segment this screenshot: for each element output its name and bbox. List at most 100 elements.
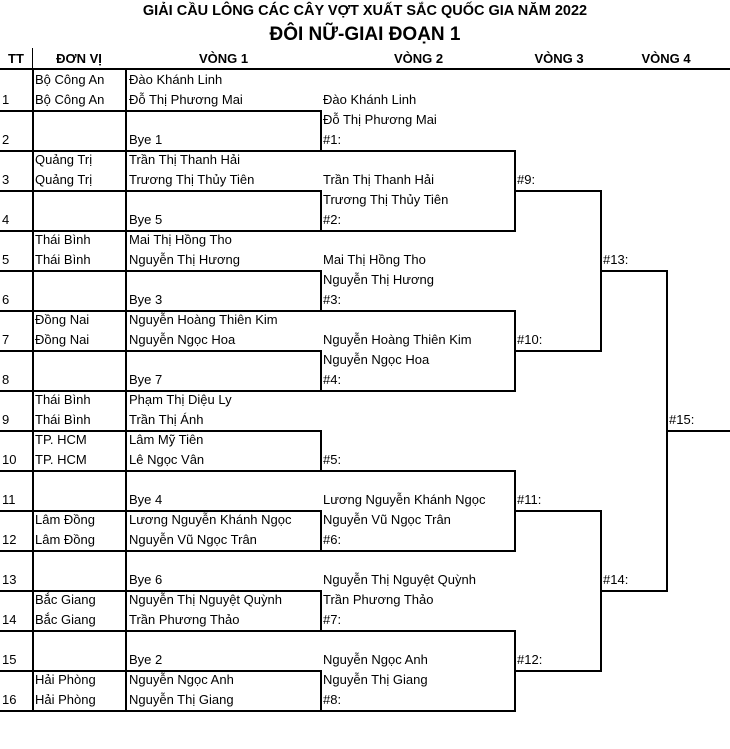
player-name: Nguyễn Thị Hương <box>129 252 240 267</box>
bracket-line <box>320 270 322 312</box>
round-2-player: Nguyễn Thị Giang <box>323 672 428 687</box>
bracket-line <box>600 270 667 272</box>
player-name: Nguyễn Ngọc Anh <box>129 672 234 687</box>
match-label: #9: <box>517 172 536 187</box>
unit-name: Bộ Công An <box>35 92 105 107</box>
bracket-line <box>0 150 321 152</box>
player-name: Lương Nguyễn Khánh Ngọc <box>129 512 292 527</box>
entry-number: 12 <box>2 532 17 547</box>
unit-name: Bắc Giang <box>35 612 96 627</box>
bracket-line <box>514 350 601 352</box>
round-2-player: Đỗ Thị Phương Mai <box>323 112 437 127</box>
bracket-line <box>0 590 321 592</box>
round-2-player: Trương Thị Thủy Tiên <box>323 192 449 207</box>
page-subtitle: ĐÔI NỮ-GIAI ĐOẠN 1 <box>269 24 461 45</box>
bracket-line <box>320 710 515 712</box>
entry-number: 5 <box>2 252 10 267</box>
player-name: Lê Ngọc Vân <box>129 452 205 467</box>
player-name: Lâm Mỹ Tiên <box>129 432 204 447</box>
page-title: GIẢI CẦU LÔNG CÁC CÂY VỢT XUẤT SẮC QUỐC … <box>142 3 588 19</box>
player-name: Bye 2 <box>129 652 163 667</box>
bracket-line <box>320 630 515 632</box>
bracket-line <box>320 230 515 232</box>
bracket-line <box>320 390 515 392</box>
entry-number: 1 <box>2 92 10 107</box>
match-label: #1: <box>323 132 342 147</box>
bracket-line <box>0 270 321 272</box>
match-label: #14: <box>603 572 629 587</box>
round-2-player: Đào Khánh Linh <box>323 92 417 107</box>
bracket-line <box>0 550 321 552</box>
player-name: Bye 1 <box>129 132 163 147</box>
player-name: Nguyễn Hoàng Thiên Kim <box>129 312 278 327</box>
entry-number: 6 <box>2 292 10 307</box>
match-label: #11: <box>517 492 542 507</box>
player-name: Trần Phương Thảo <box>129 612 240 627</box>
bracket-line <box>320 150 515 152</box>
match-label: #8: <box>323 692 342 707</box>
bracket-line <box>0 110 321 112</box>
bracket-line <box>514 190 601 192</box>
bracket-line <box>0 510 321 512</box>
bracket-line <box>0 310 321 312</box>
match-label: #4: <box>323 372 342 387</box>
entry-number: 4 <box>2 212 10 227</box>
match-label: #5: <box>323 452 342 467</box>
bracket-line <box>320 470 515 472</box>
bracket-line <box>320 510 322 552</box>
round-2-player: Nguyễn Hoàng Thiên Kim <box>323 332 472 347</box>
unit-name: Thái Bình <box>35 392 91 407</box>
unit-name: Bộ Công An <box>35 72 105 87</box>
bracket-line <box>32 70 34 710</box>
player-name: Nguyễn Ngọc Hoa <box>129 332 236 347</box>
round-2-player: Nguyễn Ngọc Hoa <box>323 352 430 367</box>
header-round-1: VÒNG 1 <box>198 51 249 66</box>
bracket-line <box>320 310 515 312</box>
player-name: Bye 3 <box>129 292 163 307</box>
bracket-line <box>320 670 322 712</box>
round-2-player: Nguyễn Vũ Ngọc Trân <box>323 512 451 527</box>
player-name: Bye 4 <box>129 492 163 507</box>
match-label: #13: <box>603 252 629 267</box>
bracket-line <box>0 390 321 392</box>
match-label: #10: <box>517 332 543 347</box>
bracket-line <box>320 110 322 152</box>
bracket-line <box>0 630 321 632</box>
player-name: Bye 7 <box>129 372 163 387</box>
bracket-line <box>0 350 321 352</box>
unit-name: Lâm Đồng <box>35 512 95 527</box>
round-2-player: Nguyễn Thị Hương <box>323 272 434 287</box>
header-tt: TT <box>8 51 24 66</box>
unit-name: Hải Phòng <box>35 692 96 707</box>
bracket-line <box>125 70 127 710</box>
match-label: #2: <box>323 212 342 227</box>
player-name: Nguyễn Vũ Ngọc Trân <box>129 532 257 547</box>
player-name: Nguyễn Thị Nguyệt Quỳnh <box>129 592 282 607</box>
player-name: Trần Thị Ánh <box>129 412 204 427</box>
bracket-line <box>0 710 321 712</box>
entry-number: 3 <box>2 172 10 187</box>
entry-number: 14 <box>2 612 17 627</box>
header-round-2: VÒNG 2 <box>393 51 444 66</box>
bracket-line <box>0 470 321 472</box>
bracket-line <box>0 230 321 232</box>
round-2-player: Trần Thị Thanh Hải <box>323 172 435 187</box>
match-label: #6: <box>323 532 342 547</box>
bracket-line <box>320 350 322 392</box>
entry-number: 11 <box>2 492 16 507</box>
bracket-line <box>0 670 321 672</box>
bracket-line <box>320 550 515 552</box>
unit-name: Đồng Nai <box>35 332 90 347</box>
player-name: Trương Thị Thủy Tiên <box>129 172 255 187</box>
match-label: #12: <box>517 652 543 667</box>
round-2-player: Mai Thị Hồng Tho <box>323 252 426 267</box>
unit-name: Đồng Nai <box>35 312 90 327</box>
match-label: #7: <box>323 612 342 627</box>
player-name: Trần Thị Thanh Hải <box>129 152 241 167</box>
bracket-line <box>0 430 321 432</box>
entry-number: 16 <box>2 692 17 707</box>
player-name: Mai Thị Hồng Tho <box>129 232 232 247</box>
entry-number: 8 <box>2 372 10 387</box>
round-2-player: Lương Nguyễn Khánh Ngọc <box>323 492 486 507</box>
header-round-3: VÒNG 3 <box>534 51 584 66</box>
